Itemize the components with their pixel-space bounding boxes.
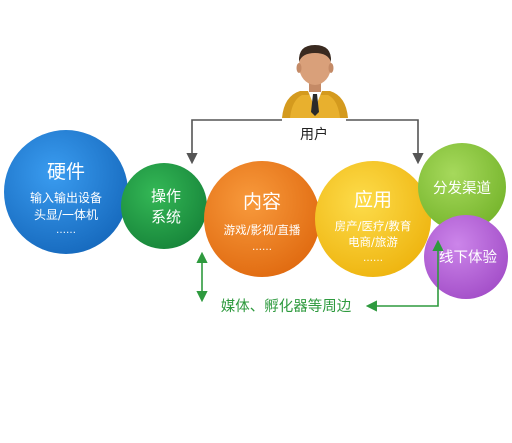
- user-avatar: [282, 45, 348, 118]
- application-title: 应用: [354, 189, 392, 211]
- content-circle: [204, 161, 320, 277]
- content-title: 内容: [243, 191, 281, 213]
- application-line-3: ……: [363, 253, 383, 264]
- content-line-2: ……: [252, 242, 272, 253]
- os-title-line-1: 操作: [151, 187, 181, 205]
- application-line-1: 房产/医疗/教育: [335, 219, 412, 233]
- hardware-line-1: 输入输出设备: [30, 190, 102, 205]
- peripherals-label: 媒体、孵化器等周边: [221, 297, 352, 315]
- hardware-title: 硬件: [47, 161, 85, 183]
- os-title-line-2: 系统: [151, 208, 181, 226]
- content-line-1: 游戏/影视/直播: [224, 223, 301, 237]
- application-line-2: 电商/旅游: [348, 235, 398, 249]
- hardware-line-3: ……: [56, 225, 76, 236]
- hardware-circle: [4, 130, 128, 254]
- offline-title: 线下体验: [439, 249, 497, 266]
- distribution-circle: [418, 143, 506, 231]
- user-label: 用户: [300, 126, 328, 143]
- distribution-title: 分发渠道: [433, 180, 491, 197]
- user-to-os-arrow: [186, 119, 282, 165]
- user-to-distribution-arrow: [346, 119, 424, 165]
- peripherals-right-arrow: [365, 239, 444, 312]
- os-circle: [121, 163, 207, 249]
- hardware-line-2: 头显/一体机: [34, 208, 98, 222]
- offline-circle: [424, 215, 508, 299]
